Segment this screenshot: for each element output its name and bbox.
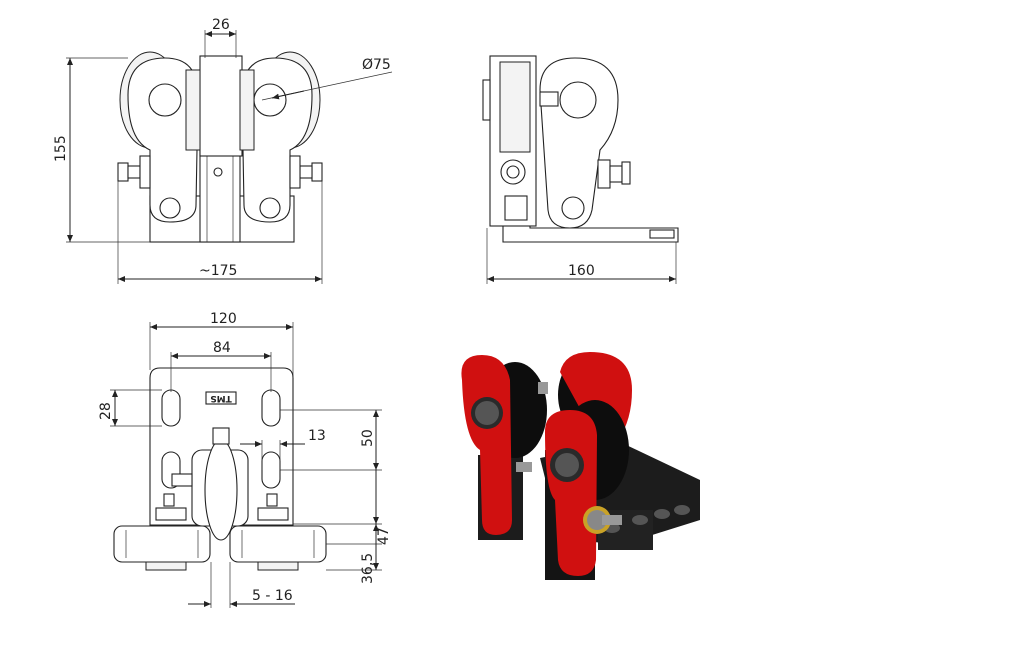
- product-render: [461, 352, 700, 580]
- dim-front-width: ~175: [199, 263, 237, 279]
- front-view-dimensions: 26 Ø75 155 ~175: [53, 17, 393, 284]
- logo-text: TMS: [210, 393, 232, 403]
- dim-height: 155: [53, 135, 69, 162]
- dim-vertical-47: 47: [376, 527, 392, 545]
- plate-view: TMS: [113, 367, 327, 571]
- dim-slot-offset: 13: [308, 428, 326, 444]
- dim-side-length: 160: [568, 263, 595, 279]
- dim-wheel-diameter: Ø75: [362, 57, 391, 73]
- front-view: [117, 51, 323, 243]
- dim-vertical-50: 50: [360, 429, 376, 447]
- dim-plate-width: 120: [210, 311, 237, 327]
- dim-front-gap: 26: [212, 17, 230, 33]
- side-view-dimensions: 160: [486, 228, 677, 284]
- dim-hole-spacing: 84: [213, 340, 231, 356]
- dim-gap-range: 5 - 16: [252, 588, 293, 604]
- dim-vertical-36: 36,5: [360, 553, 376, 584]
- side-view: [482, 55, 679, 243]
- dim-slot-length: 28: [98, 402, 114, 420]
- plate-view-dimensions: 120 84 28 13 50 47 36,5 5 - 16: [98, 311, 392, 608]
